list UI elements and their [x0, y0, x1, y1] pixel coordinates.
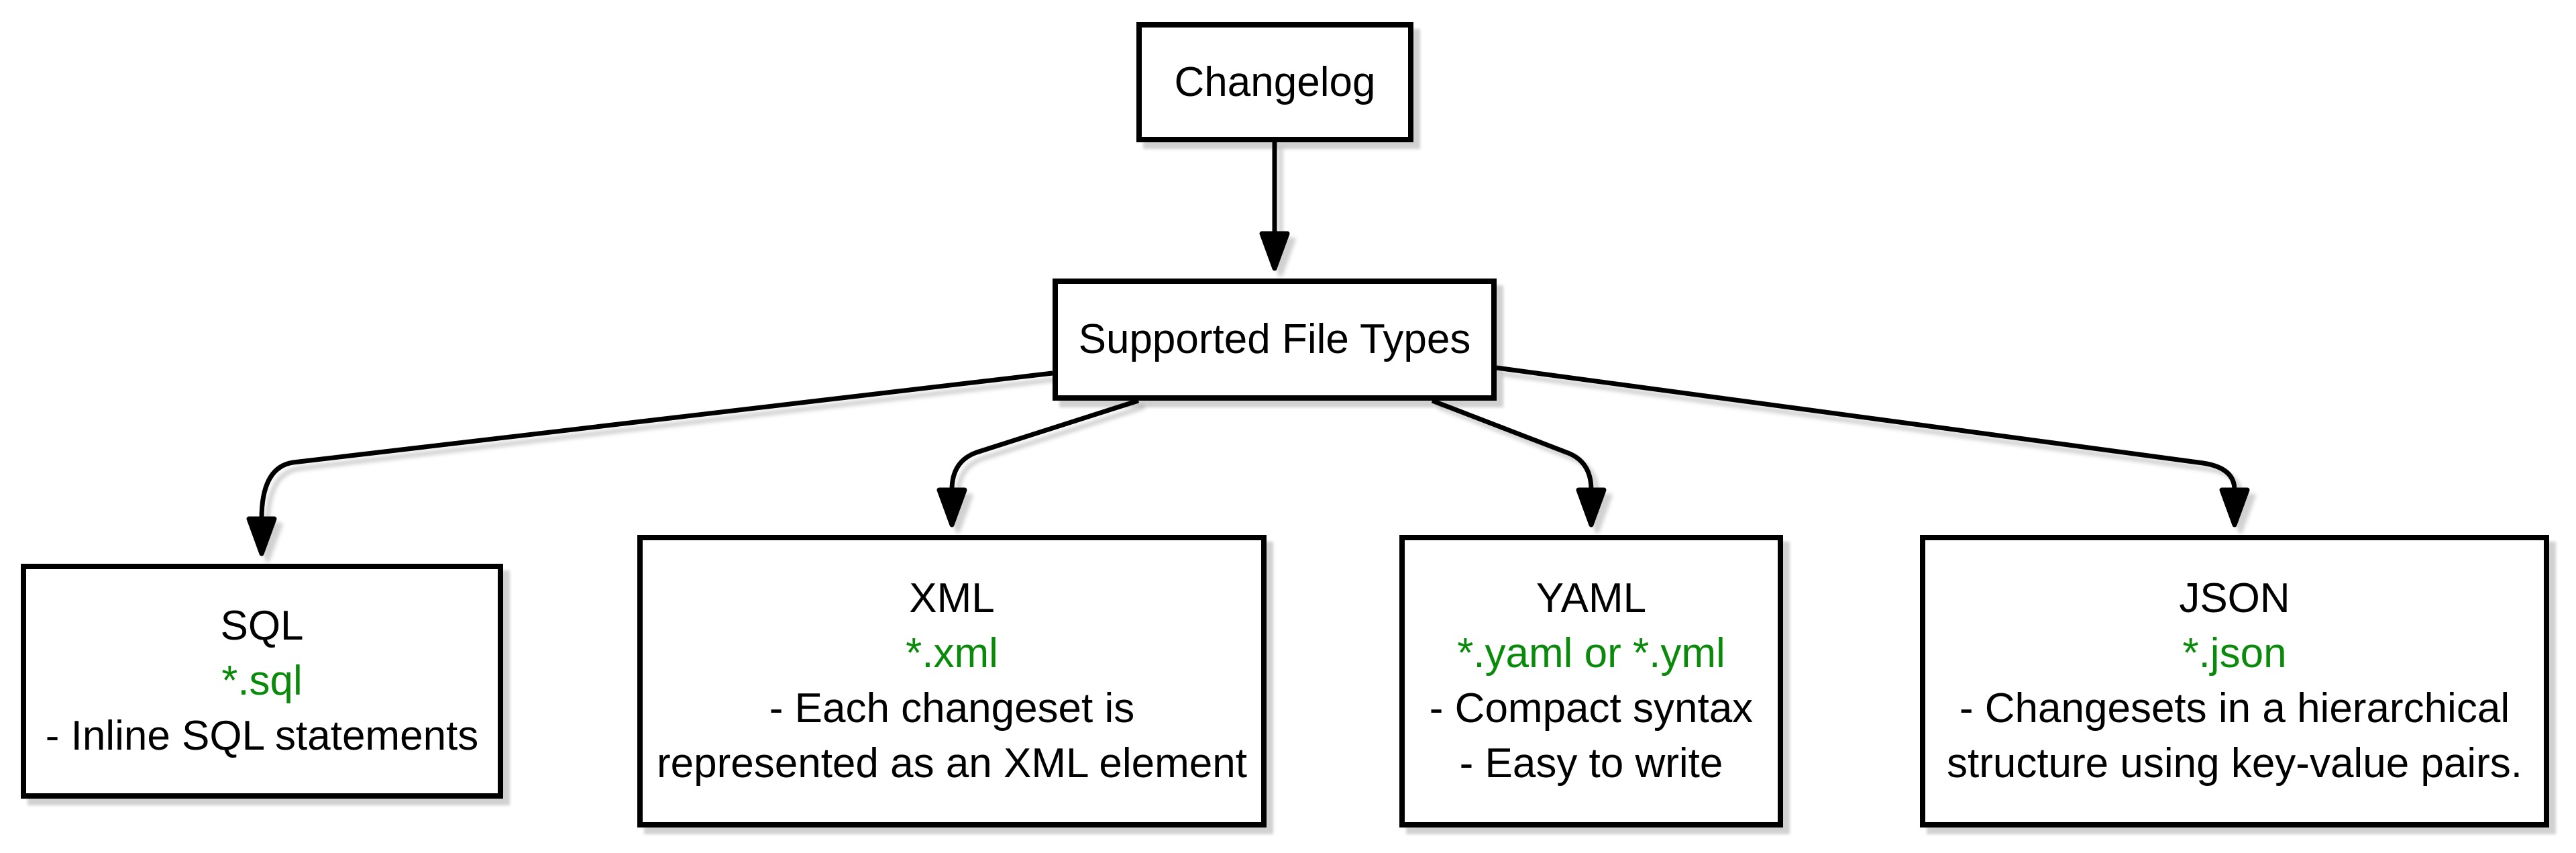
- edge-supported-to-yaml: [1431, 398, 1594, 491]
- edge-supported-to-json: [1496, 365, 2237, 491]
- arrowhead-down-icon: [1576, 487, 1607, 528]
- node-sql: SQL *.sql - Inline SQL statements: [21, 564, 503, 799]
- arrowhead-down-icon: [2219, 487, 2250, 528]
- node-supported-file-types: Supported File Types: [1053, 279, 1497, 401]
- node-yaml-file-pattern: *.yaml or *.yml: [1457, 630, 1725, 676]
- node-json: JSON *.json - Changesets in a hierarchic…: [1920, 535, 2549, 827]
- node-xml-note: - Each changeset is: [769, 685, 1135, 732]
- edge-supported-to-sql: [259, 370, 1053, 519]
- node-xml-note-continued: represented as an XML element: [657, 740, 1247, 787]
- node-json-title: JSON: [2179, 575, 2290, 621]
- node-xml-file-pattern: *.xml: [906, 630, 998, 676]
- node-yaml-note: - Easy to write: [1459, 740, 1723, 787]
- node-changelog: Changelog: [1136, 22, 1413, 142]
- node-supported-file-types-label: Supported File Types: [1078, 316, 1471, 362]
- edge-supported-to-xml: [949, 398, 1140, 491]
- node-json-file-pattern: *.json: [2182, 630, 2287, 676]
- node-yaml-note: - Compact syntax: [1429, 685, 1754, 732]
- node-json-note-continued: structure using key-value pairs.: [1946, 740, 2523, 787]
- node-json-note: - Changesets in a hierarchical: [1959, 685, 2510, 732]
- node-sql-file-pattern: *.sql: [221, 658, 303, 704]
- node-sql-title: SQL: [220, 603, 304, 649]
- node-changelog-label: Changelog: [1174, 58, 1376, 105]
- node-xml: XML *.xml - Each changeset is represente…: [637, 535, 1267, 827]
- node-sql-note: - Inline SQL statements: [45, 713, 479, 759]
- node-yaml: YAML *.yaml or *.yml - Compact syntax - …: [1399, 535, 1783, 827]
- node-yaml-title: YAML: [1536, 575, 1647, 621]
- node-xml-title: XML: [909, 575, 995, 621]
- arrowhead-down-icon: [936, 487, 967, 528]
- arrowhead-down-icon: [246, 516, 277, 556]
- arrowhead-down-icon: [1259, 231, 1290, 271]
